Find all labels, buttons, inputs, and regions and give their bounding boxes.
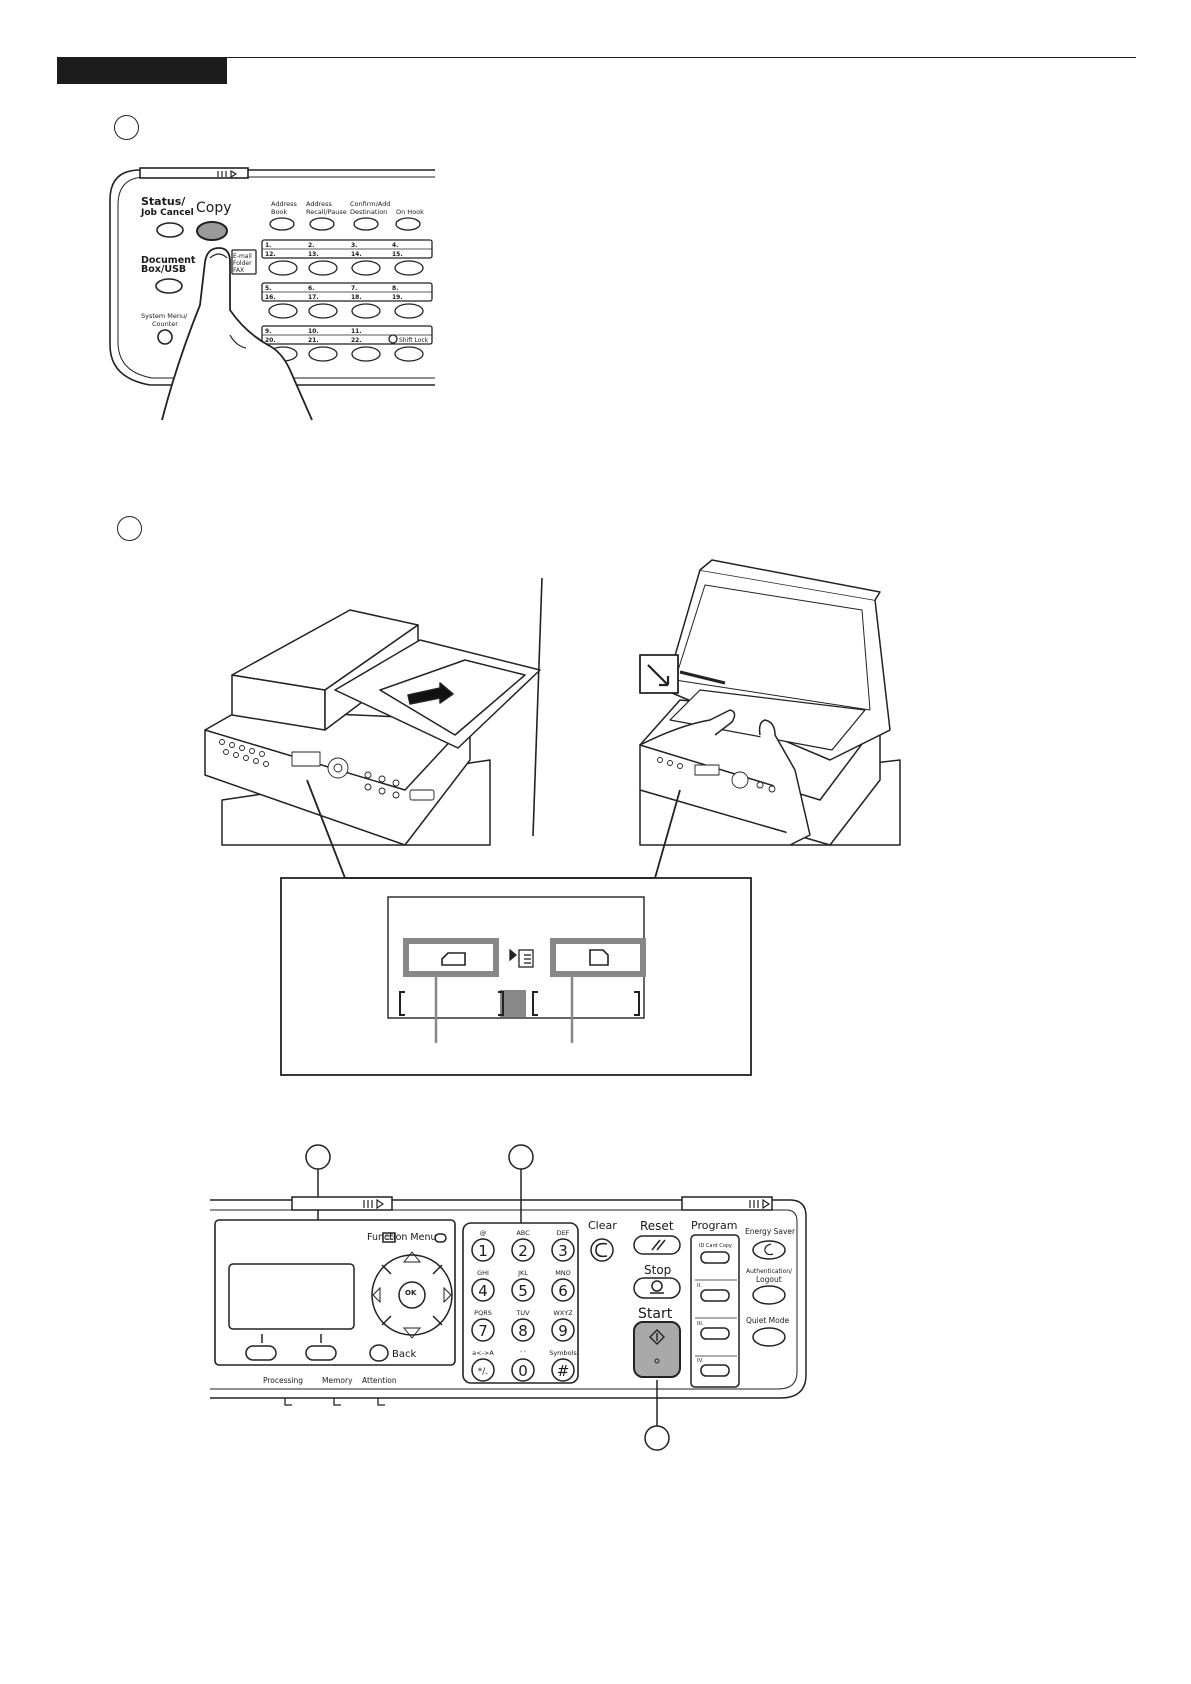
stop-label: Stop: [644, 1263, 671, 1277]
one-touch-17: 17.: [308, 294, 319, 301]
system-menu-label-2: Counter: [152, 320, 178, 328]
key-7: 7: [478, 1322, 488, 1340]
authentication-label-2: Logout: [756, 1275, 782, 1284]
system-menu-label-1: System Menu/: [141, 312, 188, 320]
printer-with-document-processor: [204, 577, 543, 846]
status-label-1: Status/: [141, 195, 186, 208]
quiet-mode-label: Quiet Mode: [746, 1316, 789, 1325]
key-5: 5: [518, 1282, 528, 1300]
key-0: 0: [518, 1362, 528, 1380]
printer-with-glass-open: [639, 559, 901, 846]
folder-label: Folder: [233, 260, 252, 267]
one-touch-9: 9.: [265, 328, 271, 335]
one-touch-11: 11.: [351, 328, 362, 335]
one-touch-3: 3.: [351, 242, 357, 249]
key-7-letters: PQRS: [474, 1309, 492, 1317]
key-0-letters: ' ': [520, 1349, 526, 1357]
attention-indicator: Attention: [362, 1376, 397, 1385]
key-star: */.: [478, 1367, 488, 1377]
one-touch-4: 4.: [392, 242, 398, 249]
key-hash-letters: Symbols: [549, 1349, 577, 1357]
address-recall-label-2: Recall/Pause: [306, 208, 347, 216]
one-touch-16: 16.: [265, 294, 276, 301]
key-star-letters: a<->A: [472, 1349, 494, 1357]
confirm-add-label-2: Destination: [350, 208, 387, 216]
key-2-letters: ABC: [516, 1229, 530, 1237]
address-book-label-2: Book: [271, 208, 287, 216]
status-label-2: Job Cancel: [140, 208, 194, 218]
program-slot-4: IV.: [697, 1358, 704, 1364]
step-marker-1: [114, 115, 139, 140]
copy-panel-figure: [109, 167, 435, 421]
key-8: 8: [518, 1322, 528, 1340]
one-touch-8: 8.: [392, 285, 398, 292]
authentication-label-1: Authentication/: [746, 1268, 793, 1275]
document-label-1: Document: [141, 255, 196, 266]
one-touch-14: 14.: [351, 251, 362, 258]
operation-panel-text: Function Menu Back OK Processing Memory …: [263, 1219, 796, 1385]
function-menu-label: Function Menu: [367, 1232, 437, 1243]
email-label: E-mail: [233, 253, 252, 260]
one-touch-10: 10.: [308, 328, 319, 335]
one-touch-18: 18.: [351, 294, 362, 301]
key-5-letters: JKL: [517, 1269, 528, 1277]
program-label: Program: [691, 1219, 737, 1232]
one-touch-1: 1.: [265, 242, 271, 249]
id-card-copy-label: ID Card Copy: [699, 1243, 732, 1249]
lcd-callout: [280, 779, 752, 1076]
shift-lock-label: Shift Lock: [399, 337, 429, 344]
one-touch-21: 21.: [308, 337, 319, 344]
key-4-letters: GHI: [477, 1269, 489, 1277]
key-4: 4: [478, 1282, 488, 1300]
key-9: 9: [558, 1322, 568, 1340]
one-touch-6: 6.: [308, 285, 314, 292]
key-2: 2: [518, 1242, 528, 1260]
one-touch-12: 12.: [265, 251, 276, 258]
key-6-letters: MNO: [555, 1269, 571, 1277]
program-slot-2: II.: [697, 1283, 702, 1289]
key-3-letters: DEF: [557, 1229, 570, 1237]
one-touch-20: 20.: [265, 337, 276, 344]
key-3: 3: [558, 1242, 568, 1260]
reset-label: Reset: [640, 1219, 674, 1233]
memory-indicator: Memory: [322, 1376, 353, 1385]
key-8-letters: TUV: [515, 1309, 530, 1317]
key-9-letters: WXYZ: [553, 1309, 573, 1317]
program-slot-3: III.: [697, 1321, 704, 1327]
key-1: 1: [478, 1242, 488, 1260]
one-touch-7: 7.: [351, 285, 357, 292]
energy-saver-label: Energy Saver: [745, 1227, 796, 1236]
key-hash: #: [557, 1362, 570, 1380]
one-touch-19: 19.: [392, 294, 403, 301]
key-6: 6: [558, 1282, 568, 1300]
one-touch-5: 5.: [265, 285, 271, 292]
operation-panel-figure: [210, 1144, 807, 1451]
header-rule: [57, 57, 1136, 58]
copy-label: Copy: [196, 200, 232, 216]
copy-panel-text: Status/ Job Cancel Copy Document Box/USB…: [140, 195, 429, 344]
ok-label: OK: [405, 1289, 417, 1297]
back-label: Back: [392, 1349, 416, 1360]
clear-label: Clear: [588, 1219, 617, 1232]
address-book-label-1: Address: [271, 200, 297, 208]
confirm-add-label-1: Confirm/Add: [350, 200, 390, 208]
document-label-2: Box/USB: [141, 264, 186, 275]
one-touch-13: 13.: [308, 251, 319, 258]
start-label: Start: [638, 1306, 673, 1322]
section-header-bar: [57, 57, 227, 84]
step-marker-2: [117, 516, 142, 541]
one-touch-2: 2.: [308, 242, 314, 249]
fax-label: FAX: [233, 267, 244, 274]
key-1-letters: @: [480, 1229, 487, 1237]
on-hook-label: On Hook: [396, 208, 424, 216]
one-touch-15: 15.: [392, 251, 403, 258]
one-touch-22: 22.: [351, 337, 362, 344]
processing-indicator: Processing: [263, 1376, 303, 1385]
address-recall-label-1: Address: [306, 200, 332, 208]
